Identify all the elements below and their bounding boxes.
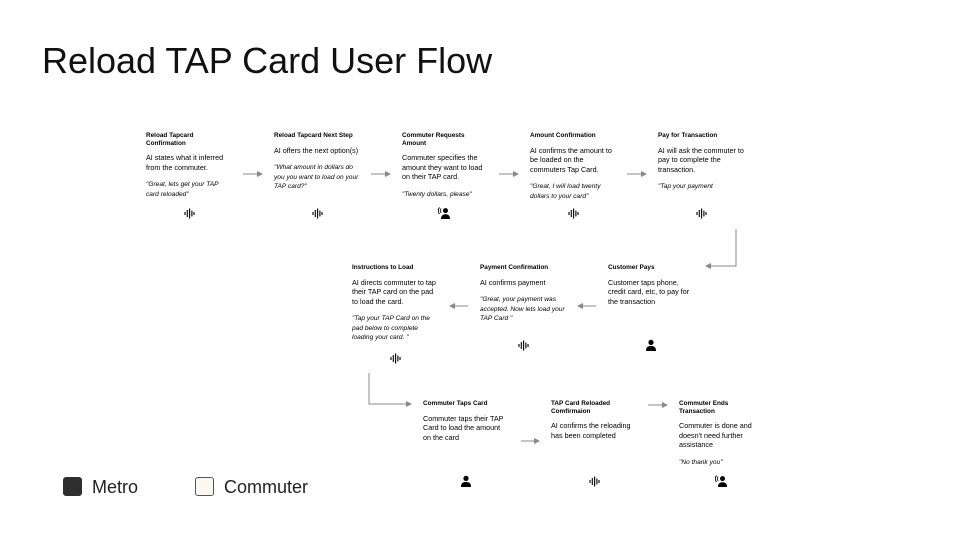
- voice-waveform-icon: [134, 208, 243, 222]
- card-customer-pays: Customer Pays Customer taps phone, credi…: [596, 251, 705, 360]
- card-body: Commuter specifies the amount they want …: [402, 153, 483, 182]
- card-quote: "Twenty dollars, please": [402, 190, 472, 198]
- card-body: AI states what it inferred from the comm…: [146, 153, 224, 172]
- legend-label-commuter: Commuter: [224, 477, 309, 497]
- connector-8-9: [368, 373, 412, 407]
- voice-waveform-icon: [340, 353, 449, 367]
- card-quote: "Great, your payment was accepted. Now l…: [480, 296, 565, 322]
- card-body: AI offers the next option(s): [274, 145, 359, 155]
- voice-waveform-icon: [262, 208, 371, 222]
- person-speaking-icon: [667, 475, 776, 490]
- card-title: Amount Confirmation: [530, 132, 596, 139]
- card-quote: "Great, lets get your TAP card reloaded": [146, 181, 219, 198]
- card-quote: "Great, I will load twenty dollars to yo…: [530, 183, 601, 200]
- card-title: Instructions to Load: [352, 264, 414, 271]
- voice-waveform-icon: [539, 476, 648, 490]
- card-pay-for-transaction: Pay for Transaction AI will ask the comm…: [646, 119, 755, 228]
- card-title: Pay for Transaction: [658, 132, 718, 139]
- card-body: Commuter is done and doesn't need furthe…: [679, 421, 752, 450]
- voice-waveform-icon: [646, 208, 755, 222]
- voice-waveform-icon: [518, 208, 627, 222]
- legend-swatch-metro: [63, 477, 82, 496]
- card-commuter-ends-transaction: Commuter Ends Transaction Commuter is do…: [667, 387, 776, 496]
- card-quote: "What amount in dollars do you you want …: [274, 164, 359, 190]
- card-title: TAP Card Reloaded Comfirmaion: [551, 400, 611, 415]
- card-quote: "Tap your payment: [658, 183, 713, 191]
- card-title: Commuter Taps Card: [423, 400, 488, 407]
- card-body: AI confirms payment: [480, 277, 546, 287]
- voice-waveform-icon: [468, 340, 577, 354]
- card-body: AI directs commuter to tap their TAP car…: [352, 277, 436, 306]
- card-commuter-requests-amount: Commuter Requests Amount Commuter specif…: [390, 119, 499, 228]
- card-reload-tapcard-confirmation: Reload Tapcard Confirmation AI states wh…: [134, 119, 243, 228]
- legend-label-metro: Metro: [92, 477, 139, 497]
- card-title: Commuter Ends Transaction: [679, 400, 729, 415]
- legend-swatch-commuter: [195, 477, 214, 496]
- card-instructions-to-load: Instructions to Load AI directs commuter…: [340, 251, 449, 373]
- card-body: AI confirms the amount to be loaded on t…: [530, 145, 612, 174]
- card-quote: "Tap your TAP Card on the pad below to c…: [352, 315, 430, 342]
- card-title: Customer Pays: [608, 264, 655, 271]
- card-title: Commuter Requests Amount: [402, 132, 465, 147]
- card-body: AI will ask the commuter to pay to compl…: [658, 145, 744, 174]
- card-body: Customer taps phone, credit card, etc, t…: [608, 277, 690, 306]
- card-title: Payment Confirmation: [480, 264, 549, 271]
- card-payment-confirmation: Payment Confirmation AI confirms payment…: [468, 251, 577, 360]
- card-quote: "No thank you": [679, 458, 723, 466]
- connector-5-6: [705, 229, 737, 269]
- card-title: Reload Tapcard Next Step: [274, 132, 353, 139]
- card-commuter-taps-card: Commuter Taps Card Commuter taps their T…: [411, 387, 520, 496]
- card-tap-card-reloaded-confirmation: TAP Card Reloaded Comfirmaion AI confirm…: [539, 387, 648, 496]
- person-icon: [596, 339, 705, 354]
- card-body: AI confirms the reloading has been compl…: [551, 421, 631, 440]
- person-speaking-icon: [390, 207, 499, 222]
- card-body: Commuter taps their TAP Card to load the…: [423, 413, 504, 442]
- page-title: Reload TAP Card User Flow: [42, 40, 493, 81]
- card-reload-tapcard-next-step: Reload Tapcard Next Step AI offers the n…: [262, 119, 371, 228]
- person-icon: [411, 475, 520, 490]
- card-amount-confirmation: Amount Confirmation AI confirms the amou…: [518, 119, 627, 228]
- card-title: Reload Tapcard Confirmation: [146, 132, 194, 147]
